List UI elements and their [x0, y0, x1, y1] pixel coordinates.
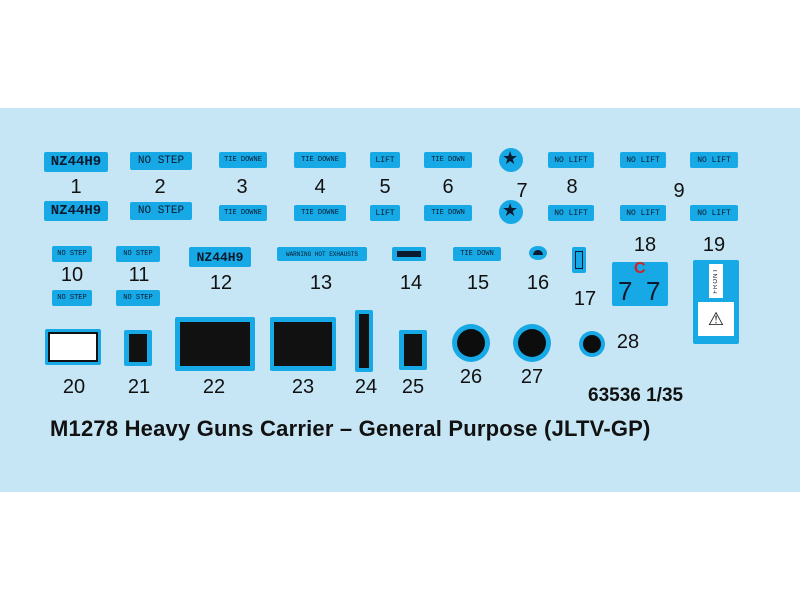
number-12: 12: [209, 272, 233, 294]
decal-20-plate: [48, 332, 98, 362]
decal-11-top: NO STEP: [116, 246, 160, 262]
number-9: 9: [673, 180, 685, 202]
front-label-box: FRONT: [709, 264, 723, 298]
decal-5-top: LIFT: [370, 152, 400, 168]
number-18: 18: [633, 234, 657, 256]
number-15: 15: [466, 272, 490, 294]
number-14: 14: [399, 272, 423, 294]
pointer-icon: [533, 250, 543, 255]
number-8: 8: [566, 176, 578, 198]
decal-5-bottom: LIFT: [370, 205, 400, 221]
decal-18-letter: C: [634, 260, 646, 277]
decal-1-top: NZ44H9: [44, 152, 108, 172]
number-19: 19: [702, 234, 726, 256]
decal-1-bottom: NZ44H9: [44, 201, 108, 221]
number-13: 13: [309, 272, 333, 294]
star-icon: ★: [502, 148, 519, 168]
decal-18-seven-right: 7: [646, 276, 661, 306]
decal-9b-top: NO LIFT: [690, 152, 738, 168]
star-icon: ★: [502, 200, 519, 220]
decal-3-top: TIE DOWNE: [219, 152, 267, 168]
number-1: 1: [70, 176, 82, 198]
decal-23-screen: [274, 322, 332, 366]
number-11: 11: [128, 264, 150, 286]
number-2: 2: [154, 176, 166, 198]
decal-6-top: TIE DOWN: [424, 152, 472, 168]
sheet-title: M1278 Heavy Guns Carrier – General Purpo…: [50, 416, 651, 441]
decal-23: [270, 317, 336, 371]
catalog-code: 63536 1/35: [588, 385, 684, 406]
number-27: 27: [520, 366, 544, 388]
number-21: 21: [127, 376, 151, 398]
number-25: 25: [401, 376, 425, 398]
gauge-26-face: [457, 329, 485, 357]
decal-2-bottom: NO STEP: [130, 202, 192, 220]
decal-24-panel: [359, 314, 369, 368]
number-6: 6: [442, 176, 454, 198]
number-5: 5: [379, 176, 391, 198]
decal-2-top: NO STEP: [130, 152, 192, 170]
decal-25-panel: [404, 334, 422, 366]
warning-label-box: ⚠: [698, 302, 734, 336]
gauge-27: [513, 324, 551, 362]
number-17: 17: [573, 288, 597, 310]
decal-3-bottom: TIE DOWNE: [219, 205, 267, 221]
number-24: 24: [354, 376, 378, 398]
decal-13: WARNING HOT EXHAUSTS: [277, 247, 367, 261]
gauge-27-face: [518, 329, 546, 357]
decal-9b-bottom: NO LIFT: [690, 205, 738, 221]
decal-6-bottom: TIE DOWN: [424, 205, 472, 221]
decal-8-top: NO LIFT: [548, 152, 594, 168]
gauge-26: [452, 324, 490, 362]
decal-20: [45, 329, 101, 365]
decal-9a-bottom: NO LIFT: [620, 205, 666, 221]
star-decal-7-top: ★: [499, 148, 523, 172]
decal-14: [392, 247, 426, 261]
decal-10-top: NO STEP: [52, 246, 92, 262]
decal-14-mark: [397, 251, 421, 257]
decal-8-bottom: NO LIFT: [548, 205, 594, 221]
gauge-28: [579, 331, 605, 357]
decal-21: [124, 330, 152, 366]
number-26: 26: [459, 366, 483, 388]
decal-12: NZ44H9: [189, 247, 251, 267]
decal-25: [399, 330, 427, 370]
decal-17-mark: [575, 251, 583, 269]
number-10: 10: [60, 264, 84, 286]
decal-4-top: TIE DOWNE: [294, 152, 346, 168]
decal-9a-top: NO LIFT: [620, 152, 666, 168]
decal-18: C 7 7: [612, 260, 668, 306]
decal-10-bottom: NO STEP: [52, 290, 92, 306]
number-3: 3: [236, 176, 248, 198]
warning-triangle-icon: ⚠: [707, 308, 725, 329]
decal-4-bottom: TIE DOWNE: [294, 205, 346, 221]
number-20: 20: [62, 376, 86, 398]
decal-21-panel: [129, 334, 147, 362]
number-28: 28: [616, 331, 640, 353]
decal-19: FRONT ⚠: [693, 260, 739, 344]
number-16: 16: [526, 272, 550, 294]
number-4: 4: [314, 176, 326, 198]
decal-11-bottom: NO STEP: [116, 290, 160, 306]
decal-24: [355, 310, 373, 372]
gauge-28-face: [583, 335, 601, 353]
decal-17: [572, 247, 586, 273]
decal-15: TIE DOWN: [453, 247, 501, 261]
star-decal-7-bottom: ★: [499, 200, 523, 224]
decal-18-seven-left: 7: [618, 276, 633, 306]
decal-22-screen: [180, 322, 250, 366]
number-22: 22: [202, 376, 226, 398]
number-7: 7: [516, 180, 528, 202]
number-23: 23: [291, 376, 315, 398]
decal-22: [175, 317, 255, 371]
decal-16: [529, 246, 547, 260]
